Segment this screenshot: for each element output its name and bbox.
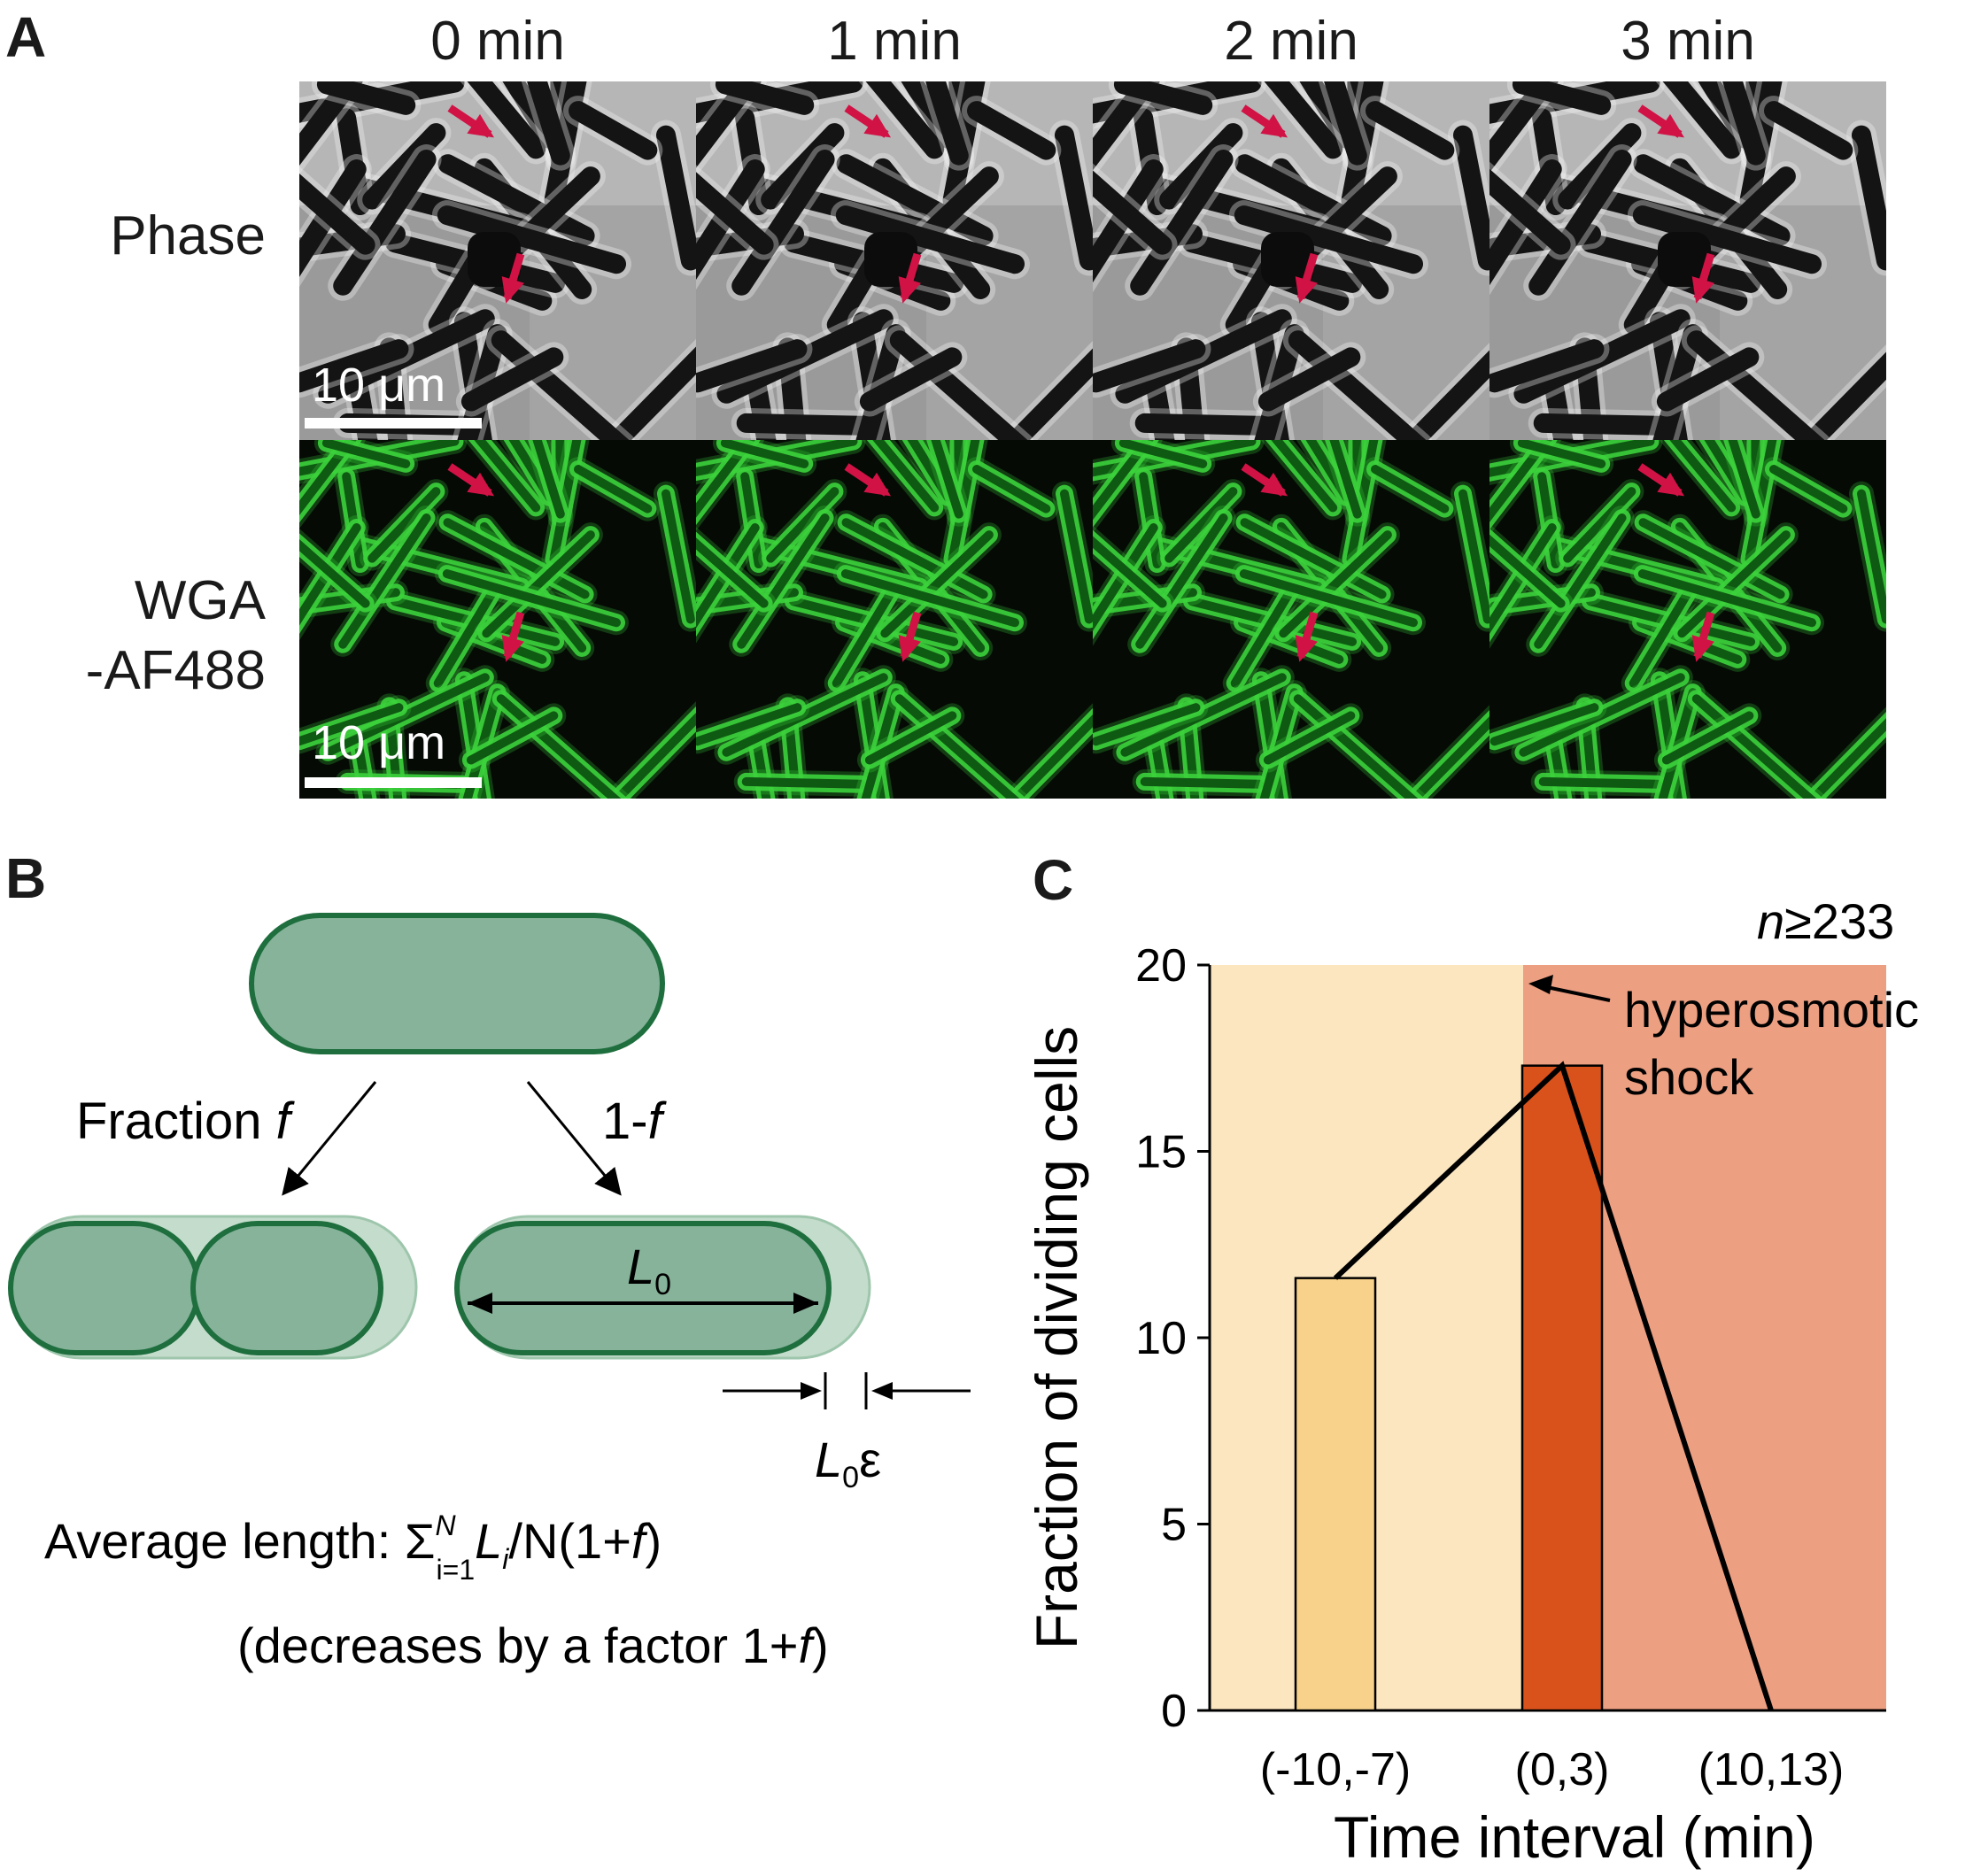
micrograph-image-fluorescence-2	[1093, 440, 1489, 799]
bar-0	[1294, 1277, 1377, 1712]
division-arrow-head-0	[1657, 472, 1684, 497]
column-label-1min: 1 min	[827, 11, 962, 72]
shock-arrow-head	[1528, 975, 1553, 994]
division-schematic: Fraction f 1-f L0 L0ε Average length: ΣN…	[8, 913, 971, 1673]
scale-bar-label-phase: 10 μm	[312, 359, 446, 412]
division-arrow-head-0	[863, 472, 891, 497]
division-arrow-head-0	[863, 113, 891, 138]
scale-bar-fluor	[305, 777, 482, 788]
micrograph-phase-3	[1489, 81, 1886, 440]
row-label-wga: WGA -AF488	[85, 570, 266, 701]
bar-1	[1520, 1064, 1604, 1712]
division-arrow-head-0	[1260, 113, 1288, 138]
nondividing-cell	[454, 1221, 832, 1355]
panel-a-letter: A	[5, 5, 47, 69]
micrograph-fluorescence-1	[696, 440, 1093, 799]
micrograph-image-fluorescence-3	[1489, 440, 1886, 799]
column-label-0min: 0 min	[430, 11, 565, 72]
micrograph-image-fluorescence-1	[696, 440, 1093, 799]
micrograph-phase-1	[696, 81, 1093, 440]
growth-arrow-left-head	[801, 1382, 822, 1400]
mother-cell	[249, 913, 665, 1054]
y-axis-label: Fraction of dividing cells	[1024, 1026, 1089, 1649]
length-label: L0	[627, 1239, 671, 1301]
column-label-3min: 3 min	[1621, 11, 1755, 72]
scale-bar-label-fluor: 10 μm	[312, 716, 446, 769]
division-arrow-head-1	[1295, 635, 1318, 662]
division-arrow-head-1	[1691, 635, 1714, 662]
y-tick-label: 15	[1135, 1127, 1187, 1178]
micrograph-image-fluorescence-0	[299, 440, 696, 799]
micrograph-image-phase-1	[696, 81, 1093, 440]
shock-label-line2: shock	[1624, 1049, 1754, 1105]
branch-label-left: Fraction f	[76, 1092, 296, 1150]
shock-label-line1: hyperosmotic	[1624, 982, 1919, 1038]
x-axis-label: Time interval (min)	[1334, 1804, 1815, 1870]
division-arrow-head-0	[467, 113, 494, 138]
division-arrow-head-0	[1657, 113, 1684, 138]
division-arrow-head-1	[501, 635, 524, 662]
trend-line	[1333, 1061, 1774, 1711]
micrograph-fluorescence-2	[1093, 440, 1489, 799]
x-tick-label: (10,13)	[1698, 1744, 1845, 1795]
y-tick-label: 0	[1161, 1686, 1187, 1737]
growth-label: L0ε	[815, 1432, 881, 1494]
length-arrow-head-left	[468, 1293, 492, 1314]
division-arrow-head-0	[467, 472, 494, 497]
branch-arrow-right	[526, 1081, 622, 1196]
y-tick-label: 20	[1135, 940, 1187, 992]
growth-arrow-right-head	[871, 1382, 893, 1400]
scale-bar-phase	[305, 418, 482, 428]
division-arrow-head-1	[501, 276, 524, 304]
division-arrow-head-1	[1295, 276, 1318, 304]
x-tick-label: (0,3)	[1515, 1744, 1610, 1795]
division-arrow-head-0	[1260, 472, 1288, 497]
panel-b-letter: B	[5, 846, 47, 910]
division-arrow-head-1	[898, 635, 921, 662]
y-tick-label: 10	[1135, 1313, 1187, 1364]
y-tick-label: 5	[1161, 1500, 1187, 1551]
shock-arrow	[1542, 984, 1611, 1002]
branch-arrow-left	[282, 1081, 377, 1196]
average-length-note: (decreases by a factor 1+f)	[237, 1617, 829, 1673]
column-label-2min: 2 min	[1224, 11, 1358, 72]
micrograph-fluorescence-3	[1489, 440, 1886, 799]
sample-size-annotation: n≥233	[1757, 893, 1894, 949]
row-label-phase: Phase	[110, 205, 266, 266]
micrograph-image-phase-2	[1093, 81, 1489, 440]
daughter-cell-2	[190, 1221, 383, 1355]
micrograph-phase-2	[1093, 81, 1489, 440]
micrograph-image-phase-3	[1489, 81, 1886, 440]
micrograph-grid	[299, 81, 1886, 799]
length-arrow-head-right	[793, 1293, 818, 1314]
x-tick-label: (-10,-7)	[1260, 1744, 1411, 1795]
micrograph-fluorescence-0	[299, 440, 696, 799]
division-arrow-head-1	[898, 276, 921, 304]
panel-c-letter: C	[1033, 848, 1074, 912]
division-arrow-head-1	[1691, 276, 1714, 304]
